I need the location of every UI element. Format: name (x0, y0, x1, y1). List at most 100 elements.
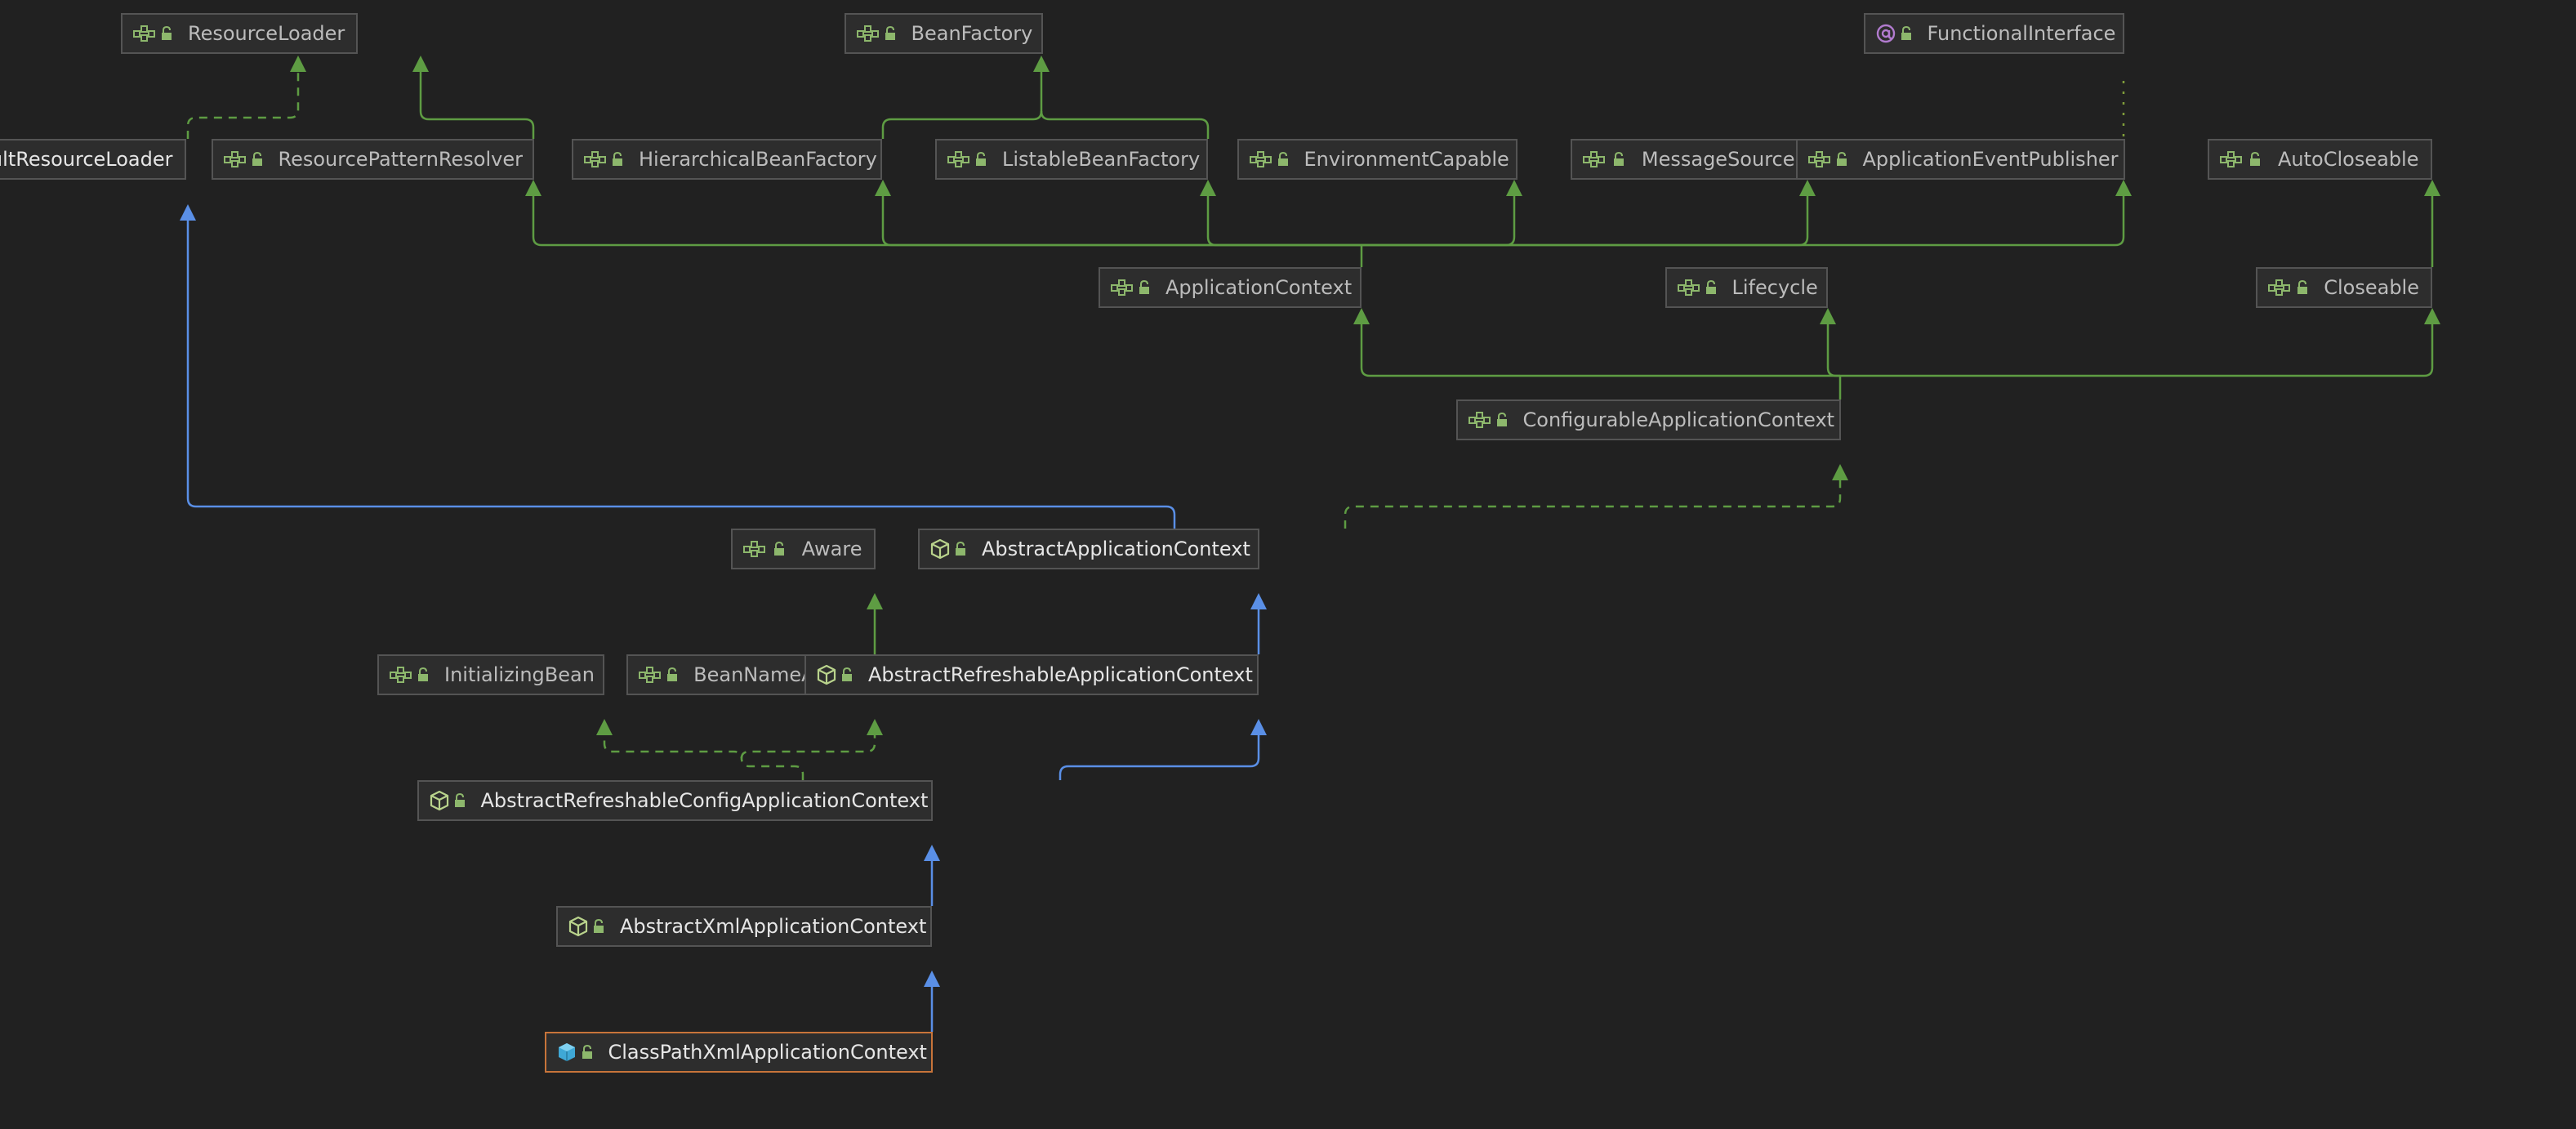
public-lock-icon (974, 149, 987, 169)
interface-icon (1249, 149, 1273, 170)
interface-icon (638, 664, 662, 685)
arrowhead (867, 719, 883, 735)
node-bean-factory[interactable]: BeanFactory (844, 13, 1043, 54)
interface-icon (856, 23, 880, 44)
node-label: EnvironmentCapable (1304, 148, 1509, 171)
public-lock-icon (2248, 149, 2263, 169)
interface-icon (2267, 277, 2292, 298)
node-environment-capable[interactable]: EnvironmentCapable (1237, 139, 1518, 180)
interface-icon (223, 149, 247, 170)
public-lock-icon (954, 539, 967, 559)
public-lock-icon (1705, 278, 1718, 297)
public-lock-icon (840, 665, 853, 685)
public-lock-icon (1900, 24, 1913, 43)
node-abstract-refreshable-config-application-context[interactable]: AbstractRefreshableConfigApplicationCont… (417, 780, 933, 821)
node-listable-bean-factory[interactable]: ListableBeanFactory (935, 139, 1208, 180)
edge-applicationcontext-parent (532, 196, 1362, 247)
edge-abstractrefreshableconfigapplicationcontext-initializingbean (603, 735, 804, 780)
node-label: HierarchicalBeanFactory (639, 148, 877, 171)
public-lock-icon (666, 665, 679, 685)
arrowhead (867, 593, 883, 609)
node-label: FunctionalInterface (1927, 22, 2116, 45)
abstract-class-icon (816, 664, 837, 685)
node-label: Closeable (2324, 276, 2419, 299)
node-application-event-publisher[interactable]: ApplicationEventPublisher (1795, 139, 2125, 180)
node-label: AbstractRefreshableConfigApplicationCont… (480, 789, 929, 812)
node-message-source[interactable]: MessageSource (1570, 139, 1808, 180)
node-initializing-bean[interactable]: InitializingBean (377, 654, 604, 695)
public-lock-icon (1611, 149, 1627, 169)
edge-configurableapplicationcontext-closeable (1840, 324, 2434, 377)
concrete-class-icon (556, 1042, 577, 1063)
node-label: BeanFactory (911, 22, 1033, 45)
interface-icon (1677, 277, 1701, 298)
interface-icon (1807, 149, 1832, 170)
node-class-path-xml-application-context[interactable]: ClassPathXmlApplicationContext (544, 1032, 933, 1073)
interface-icon (1582, 149, 1608, 170)
edge-resourcepatternresolver-resourceloader (419, 72, 535, 139)
public-lock-icon (1277, 149, 1290, 169)
edge-listablebeanfactory-beanfactory (1040, 110, 1210, 139)
arrowhead (1506, 180, 1522, 196)
node-auto-closeable[interactable]: AutoCloseable (2207, 139, 2432, 180)
node-label: AbstractApplicationContext (982, 538, 1250, 560)
arrowhead (2115, 180, 2132, 196)
edge-abstractapplicationcontext-defaultresourceloader (186, 221, 1176, 529)
arrowhead (596, 719, 613, 735)
node-application-context[interactable]: ApplicationContext (1099, 267, 1362, 308)
node-label: ApplicationEventPublisher (1862, 148, 2119, 171)
interface-icon (132, 23, 157, 44)
public-lock-icon (1835, 149, 1848, 169)
node-default-resource-loader[interactable]: DefaultResourceLoader (0, 139, 186, 180)
public-lock-icon (771, 539, 787, 559)
node-functional-interface[interactable]: FunctionalInterface (1863, 13, 2124, 54)
node-label: ConfigurableApplicationContext (1522, 408, 1835, 431)
interface-icon (1468, 409, 1492, 431)
interface-icon (1110, 277, 1134, 298)
node-closeable[interactable]: Closeable (2256, 267, 2432, 308)
public-lock-icon (417, 665, 430, 685)
arrowhead (1820, 308, 1836, 324)
public-lock-icon (1138, 278, 1151, 297)
node-abstract-refreshable-application-context[interactable]: AbstractRefreshableApplicationContext (804, 654, 1259, 695)
edge-applicationcontext-parent (1362, 196, 1809, 247)
edge-abstractrefreshableconfigapplicationcontext-abstractrefreshableapplicationcontext (1058, 735, 1260, 780)
abstract-class-icon (429, 790, 450, 811)
public-lock-icon (581, 1042, 594, 1062)
node-label: InitializingBean (444, 663, 595, 686)
node-resource-pattern-resolver[interactable]: ResourcePatternResolver (211, 139, 534, 180)
arrowhead (1832, 464, 1848, 480)
edge-applicationcontext-parent (881, 196, 1362, 247)
arrowhead (1250, 593, 1267, 609)
arrowhead (290, 56, 306, 72)
node-configurable-application-context[interactable]: ConfigurableApplicationContext (1455, 399, 1841, 440)
node-abstract-application-context[interactable]: AbstractApplicationContext (918, 529, 1259, 569)
node-label: ApplicationContext (1165, 276, 1353, 299)
node-abstract-xml-application-context[interactable]: AbstractXmlApplicationContext (556, 906, 932, 947)
abstract-class-icon (929, 538, 951, 560)
node-label: ListableBeanFactory (1002, 148, 1201, 171)
arrowhead (924, 845, 940, 861)
arrowhead (2424, 180, 2440, 196)
annotation-icon (1875, 23, 1896, 44)
node-label: MessageSource (1641, 148, 1795, 171)
edge-abstractrefreshableconfigapplicationcontext-beannameaware (740, 735, 876, 759)
arrowhead (1200, 180, 1216, 196)
node-label: AutoCloseable (2278, 148, 2419, 171)
node-aware[interactable]: Aware (730, 529, 876, 569)
arrowhead (180, 204, 196, 221)
node-label: ClassPathXmlApplicationContext (608, 1041, 927, 1064)
arrowhead (525, 180, 541, 196)
edge-applicationcontext-parent (1362, 196, 1516, 247)
node-resource-loader[interactable]: ResourceLoader (121, 13, 358, 54)
edge-defaultresourceloader-resourceloader (186, 72, 300, 139)
public-lock-icon (1495, 410, 1509, 430)
arrowhead (875, 180, 891, 196)
edge-hierarchicalbeanfactory-beanfactory (881, 72, 1043, 139)
node-lifecycle[interactable]: Lifecycle (1665, 267, 1828, 308)
node-hierarchical-bean-factory[interactable]: HierarchicalBeanFactory (572, 139, 882, 180)
public-lock-icon (592, 917, 605, 936)
edge-applicationcontext-parent (1206, 196, 1362, 247)
